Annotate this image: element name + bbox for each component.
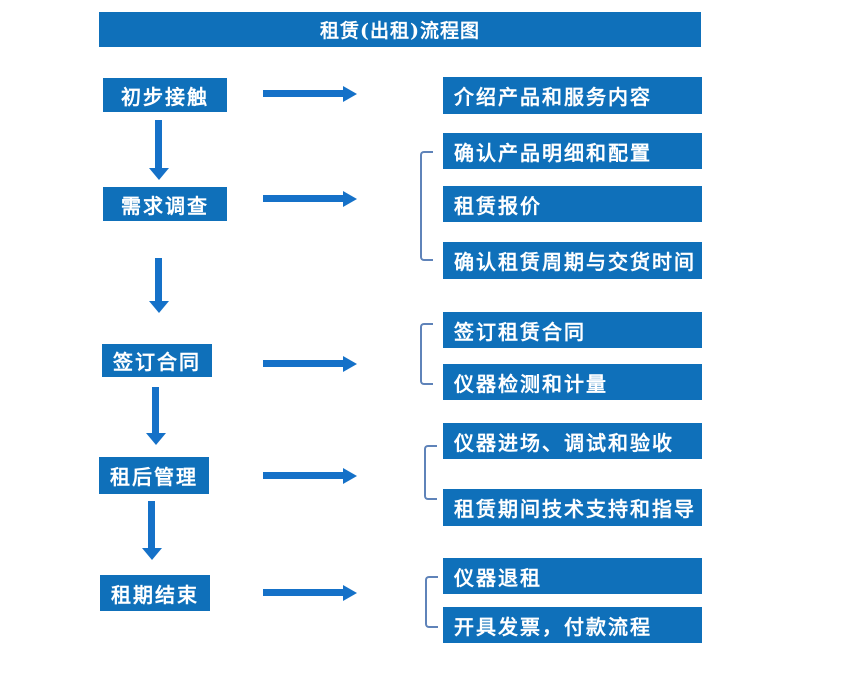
- detail-tech-support-during-rental: 租赁期间技术支持和指导: [443, 489, 702, 526]
- arrow-down-1: [148, 120, 169, 180]
- arrow-down-4: [141, 501, 162, 560]
- arrow-down-2: [148, 258, 169, 313]
- step-initial-contact: 初步接触: [103, 78, 227, 112]
- bracket-demand-survey-group: [420, 151, 433, 261]
- detail-instrument-testing-metering: 仪器检测和计量: [443, 364, 702, 400]
- detail-confirm-product-config: 确认产品明细和配置: [443, 133, 702, 169]
- detail-sign-rental-contract: 签订租赁合同: [443, 312, 702, 348]
- detail-invoice-payment-process: 开具发票，付款流程: [443, 607, 702, 643]
- step-demand-survey: 需求调查: [103, 187, 227, 221]
- detail-rental-quotation: 租赁报价: [443, 186, 702, 222]
- detail-instrument-entry-debug-acceptance: 仪器进场、调试和验收: [443, 423, 702, 459]
- bracket-post-rental-group: [424, 445, 437, 500]
- bracket-rental-end-group: [425, 576, 438, 628]
- arrow-right-5: [263, 584, 357, 601]
- arrow-right-4: [263, 467, 357, 484]
- arrow-down-3: [145, 387, 166, 445]
- flowchart-title: 租赁(出租)流程图: [99, 12, 701, 47]
- detail-introduce-products-services: 介绍产品和服务内容: [443, 77, 702, 114]
- detail-confirm-rental-period-delivery: 确认租赁周期与交货时间: [443, 242, 702, 279]
- detail-instrument-return: 仪器退租: [443, 558, 702, 594]
- bracket-sign-contract-group: [420, 323, 433, 385]
- step-post-rental-management: 租后管理: [99, 457, 209, 494]
- arrow-right-1: [263, 85, 357, 102]
- arrow-right-3: [263, 355, 357, 372]
- arrow-right-2: [263, 190, 357, 207]
- step-sign-contract: 签订合同: [102, 344, 212, 377]
- step-rental-end: 租期结束: [100, 575, 210, 611]
